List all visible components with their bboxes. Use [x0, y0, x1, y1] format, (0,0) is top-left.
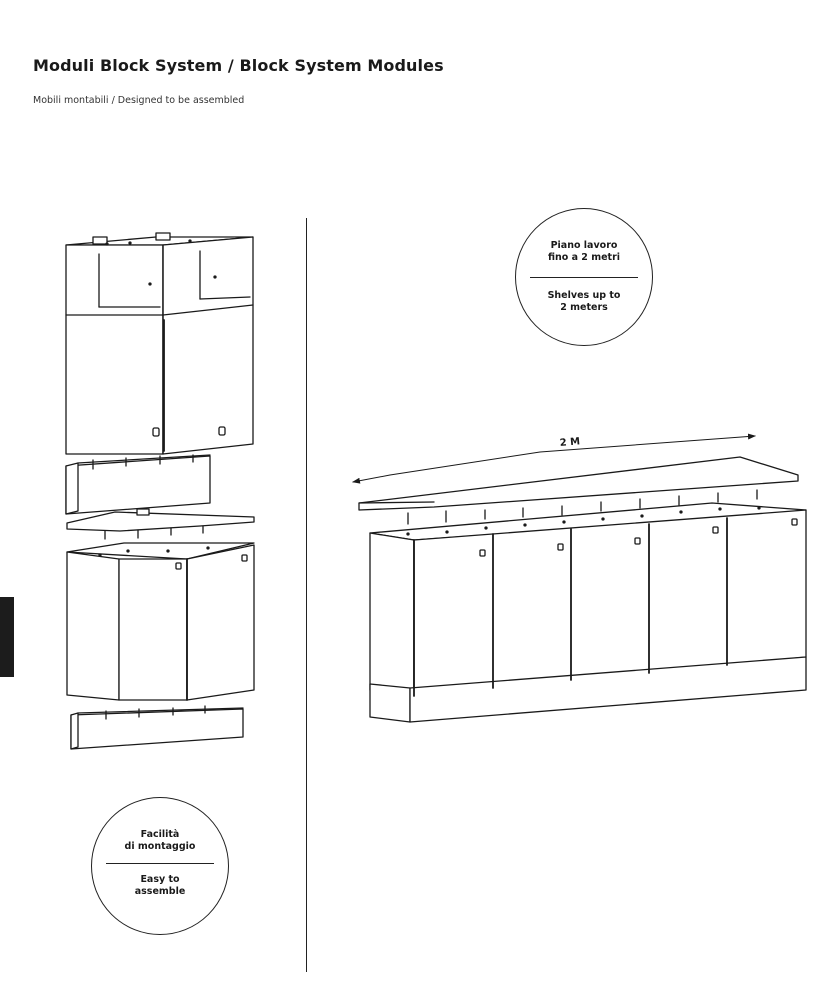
exploded-assembly-illustration	[65, 232, 255, 750]
plinth-drawing	[70, 705, 244, 750]
worktop-pins	[407, 489, 758, 525]
page-subtitle: Mobili montabili / Designed to be assemb…	[33, 95, 245, 106]
base-box-drawing	[65, 454, 211, 515]
dimension-arrow	[352, 474, 391, 484]
badge-rule	[106, 863, 214, 864]
side-tab-marker	[0, 597, 14, 677]
worktop-badge-italian: Piano lavoro fino a 2 metri	[547, 240, 621, 263]
wall-cabinet-drawing	[65, 232, 254, 455]
vertical-divider	[306, 218, 307, 972]
base-cabinet-drawing	[66, 542, 255, 701]
worktop-length-badge: Piano lavoro fino a 2 metri Shelves up t…	[515, 208, 653, 346]
easy-assembly-badge: Facilità di montaggio Easy to assemble	[91, 797, 229, 935]
page-title: Moduli Block System / Block System Modul…	[33, 56, 444, 75]
long-worktop-drawing	[358, 456, 799, 511]
badge-rule	[530, 277, 638, 278]
dimension-label: 2 M	[559, 436, 580, 449]
two-meter-cabinet-illustration: 2 M	[352, 433, 807, 723]
worktop-shelf-drawing	[66, 508, 255, 540]
long-cabinet-drawing	[369, 502, 807, 723]
worktop-badge-english: Shelves up to 2 meters	[547, 290, 621, 313]
assembly-badge-english: Easy to assemble	[134, 874, 186, 897]
assembly-badge-italian: Facilità di montaggio	[124, 829, 196, 852]
